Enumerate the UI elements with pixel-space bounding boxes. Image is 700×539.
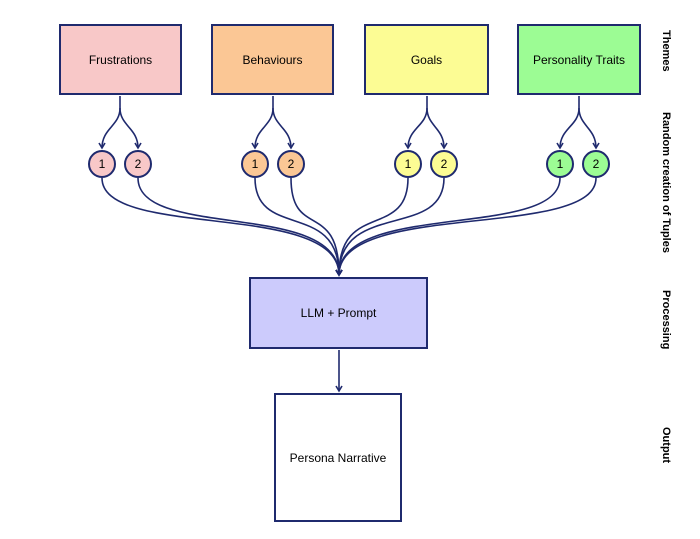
split-arrow xyxy=(578,107,600,150)
tuple-label: 2 xyxy=(287,157,295,171)
merge-arrow xyxy=(335,177,597,277)
tuple-label: 1 xyxy=(98,157,106,171)
tuple-label: 1 xyxy=(404,157,412,171)
tuple-node: 2 xyxy=(124,150,152,178)
merge-arrow xyxy=(335,177,409,277)
tuple-node: 1 xyxy=(88,150,116,178)
tuple-label: 2 xyxy=(440,157,448,171)
split-arrow xyxy=(404,107,428,150)
theme-box-behaviours: Behaviours xyxy=(211,24,334,95)
stage-label-tuples: Random creation of Tuples xyxy=(660,112,672,253)
merge-arrow xyxy=(290,177,343,277)
output-box: Persona Narrative xyxy=(274,393,402,522)
merge-arrow xyxy=(254,177,343,277)
theme-box-frustrations: Frustrations xyxy=(59,24,182,95)
theme-label: Personality Traits xyxy=(532,52,626,67)
merge-arrow xyxy=(335,177,445,277)
tuple-node: 1 xyxy=(546,150,574,178)
tuple-label: 1 xyxy=(251,157,259,171)
tuple-node: 2 xyxy=(582,150,610,178)
split-arrow xyxy=(119,107,142,150)
tuple-label: 1 xyxy=(556,157,564,171)
split-arrow xyxy=(556,107,580,150)
tuple-label: 2 xyxy=(134,157,142,171)
tuple-node: 2 xyxy=(430,150,458,178)
stage-label-output: Output xyxy=(660,427,672,464)
theme-label: Goals xyxy=(410,52,443,67)
theme-label: Behaviours xyxy=(242,52,303,67)
processing-label: LLM + Prompt xyxy=(300,306,377,320)
tuple-node: 2 xyxy=(277,150,305,178)
processing-box: LLM + Prompt xyxy=(249,277,428,349)
theme-box-personality-traits: Personality Traits xyxy=(517,24,641,95)
theme-label: Frustrations xyxy=(88,52,153,67)
tuple-node: 1 xyxy=(241,150,269,178)
split-arrow xyxy=(98,107,121,150)
tuple-label: 2 xyxy=(592,157,600,171)
tuple-node: 1 xyxy=(394,150,422,178)
split-arrow xyxy=(251,107,274,150)
merge-arrow xyxy=(335,177,561,277)
stage-label-processing: Processing xyxy=(660,290,672,350)
merge-arrow xyxy=(137,177,343,277)
split-arrow xyxy=(272,107,295,150)
merge-arrow xyxy=(101,177,343,277)
split-arrow xyxy=(426,107,448,150)
output-label: Persona Narrative xyxy=(289,450,387,465)
stage-label-themes: Themes xyxy=(660,30,672,72)
theme-box-goals: Goals xyxy=(364,24,489,95)
